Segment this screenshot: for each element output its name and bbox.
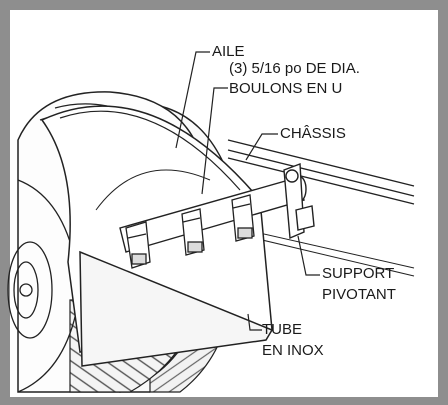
chassis-label: CHÂSSIS [280,125,346,142]
support-label-line1: SUPPORT [322,265,395,282]
pivot-bracket [283,163,315,240]
bolts-label-line1: (3) 5/16 po DE DIA. [229,60,360,77]
tube-label-line1: TUBE [262,321,303,338]
leader-lines [175,51,320,331]
bolts-label-line2: BOULONS EN U [229,80,343,97]
support-label-line2: PIVOTANT [322,286,396,303]
u-bolt-clamps [125,194,255,269]
fender-label: AILE [212,43,245,60]
tube-label-line2: EN INOX [262,342,324,359]
